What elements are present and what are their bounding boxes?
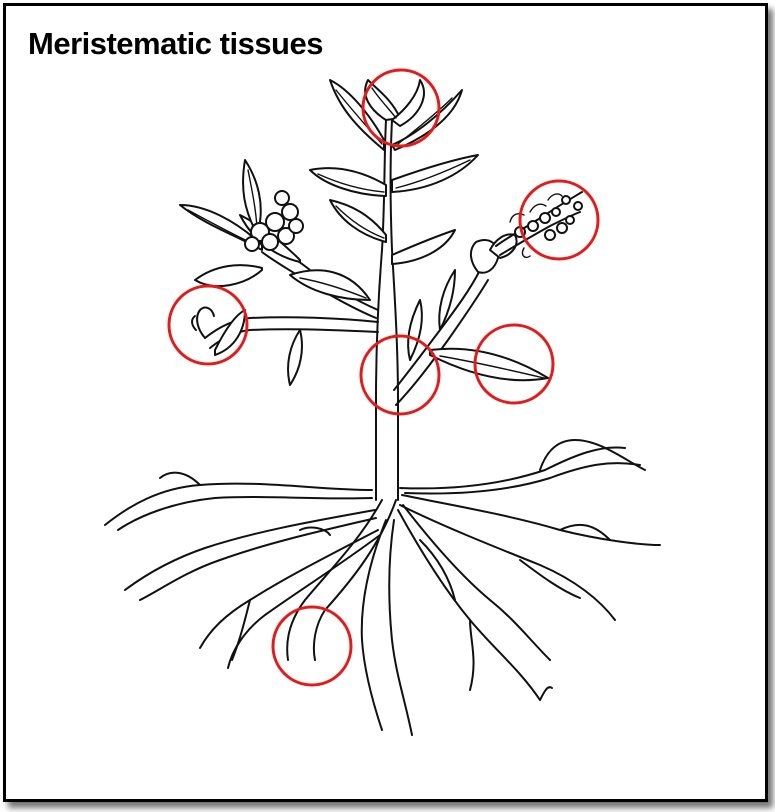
highlight-ring-axillary-bud (359, 334, 441, 416)
figure-title: Meristematic tissues (28, 26, 323, 61)
highlight-ring-right-leaf-tip (473, 323, 555, 405)
highlight-ring-flower-shoot-tip (518, 179, 600, 261)
highlight-ring-shoot-apex (361, 68, 441, 148)
root-system (104, 439, 661, 736)
highlight-ring-left-branch-tip (167, 284, 249, 366)
highlight-ring-root-tip (271, 605, 353, 687)
meristem-highlights (167, 68, 600, 687)
leaves (179, 79, 549, 386)
main-stem (375, 119, 399, 501)
flower-spike (470, 191, 583, 274)
flower-cluster (244, 190, 304, 252)
